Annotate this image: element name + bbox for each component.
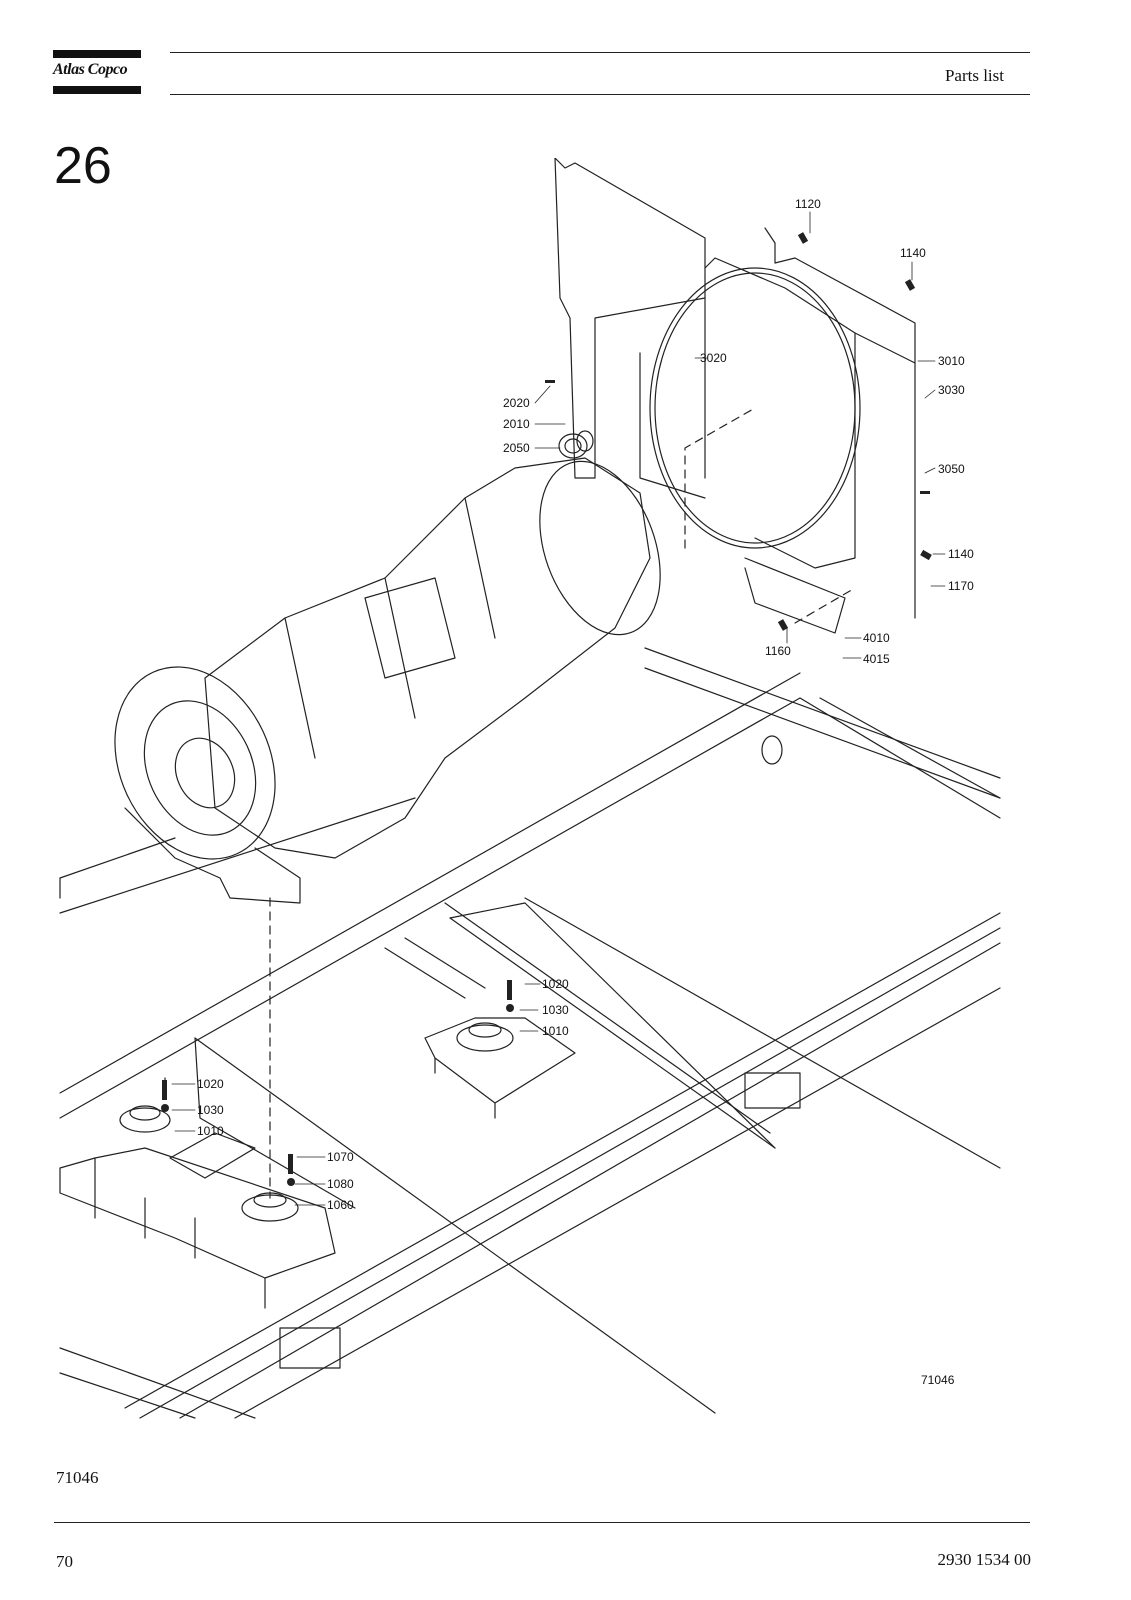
seal-ring-2050 bbox=[558, 430, 594, 459]
left-mounting-bracket bbox=[59, 1132, 336, 1309]
callout-1120: 1120 bbox=[795, 197, 821, 211]
exploded-parts-drawing: 1120 1140 3010 3030 3020 2020 2010 2050 … bbox=[59, 158, 1001, 1419]
callout-1140-bottom: 1140 bbox=[948, 547, 974, 561]
document-number: 2930 1534 00 bbox=[937, 1550, 1032, 1569]
atlas-copco-logo: Atlas Copco bbox=[53, 50, 141, 94]
callout-3030: 3030 bbox=[938, 383, 965, 397]
callout-3020: 3020 bbox=[700, 351, 727, 365]
section-title: Parts list bbox=[944, 66, 1004, 85]
figure-caption: 71046 bbox=[56, 1468, 99, 1487]
callout-1160: 1160 bbox=[765, 644, 791, 658]
callout-1080: 1080 bbox=[327, 1177, 354, 1191]
alignment-lines bbox=[269, 407, 856, 1199]
callout-1070: 1070 bbox=[327, 1150, 354, 1164]
callout-2010: 2010 bbox=[503, 417, 530, 431]
callout-4015: 4015 bbox=[863, 652, 890, 666]
callout-leaders bbox=[171, 211, 946, 1206]
callout-1010-center: 1010 bbox=[542, 1024, 569, 1038]
logo-wordmark: Atlas Copco bbox=[53, 61, 128, 78]
fan-cowl-frame bbox=[649, 227, 916, 634]
motor-mounting-plate bbox=[554, 158, 706, 499]
center-mounting-bracket bbox=[424, 1017, 576, 1119]
footer-rule bbox=[54, 1522, 1030, 1523]
callout-1020-left: 1020 bbox=[197, 1077, 224, 1091]
callout-1030-center: 1030 bbox=[542, 1003, 569, 1017]
header-rule-bottom bbox=[170, 94, 1030, 95]
logo-bar-top bbox=[53, 50, 141, 58]
figure-number: 26 bbox=[54, 137, 112, 195]
motor bbox=[114, 457, 661, 904]
damper-1010-center bbox=[456, 1022, 514, 1052]
header-rule-top bbox=[170, 52, 1030, 53]
logo-bar-bottom bbox=[53, 86, 141, 94]
base-frame bbox=[59, 647, 1001, 1419]
callout-2020: 2020 bbox=[503, 396, 530, 410]
callout-1170: 1170 bbox=[948, 579, 974, 593]
drawing-id-label: 71046 bbox=[921, 1373, 955, 1387]
callout-4010: 4010 bbox=[863, 631, 890, 645]
callout-1140-top: 1140 bbox=[900, 246, 926, 260]
callout-3010: 3010 bbox=[938, 354, 965, 368]
callout-1060: 1060 bbox=[327, 1198, 354, 1212]
callout-1020-center: 1020 bbox=[542, 977, 569, 991]
fastener-glyphs bbox=[161, 232, 932, 1186]
page-number: 70 bbox=[56, 1552, 73, 1571]
callout-1030-left: 1030 bbox=[197, 1103, 224, 1117]
callout-1010-left: 1010 bbox=[197, 1124, 224, 1138]
callout-2050: 2050 bbox=[503, 441, 530, 455]
callout-3050: 3050 bbox=[938, 462, 965, 476]
